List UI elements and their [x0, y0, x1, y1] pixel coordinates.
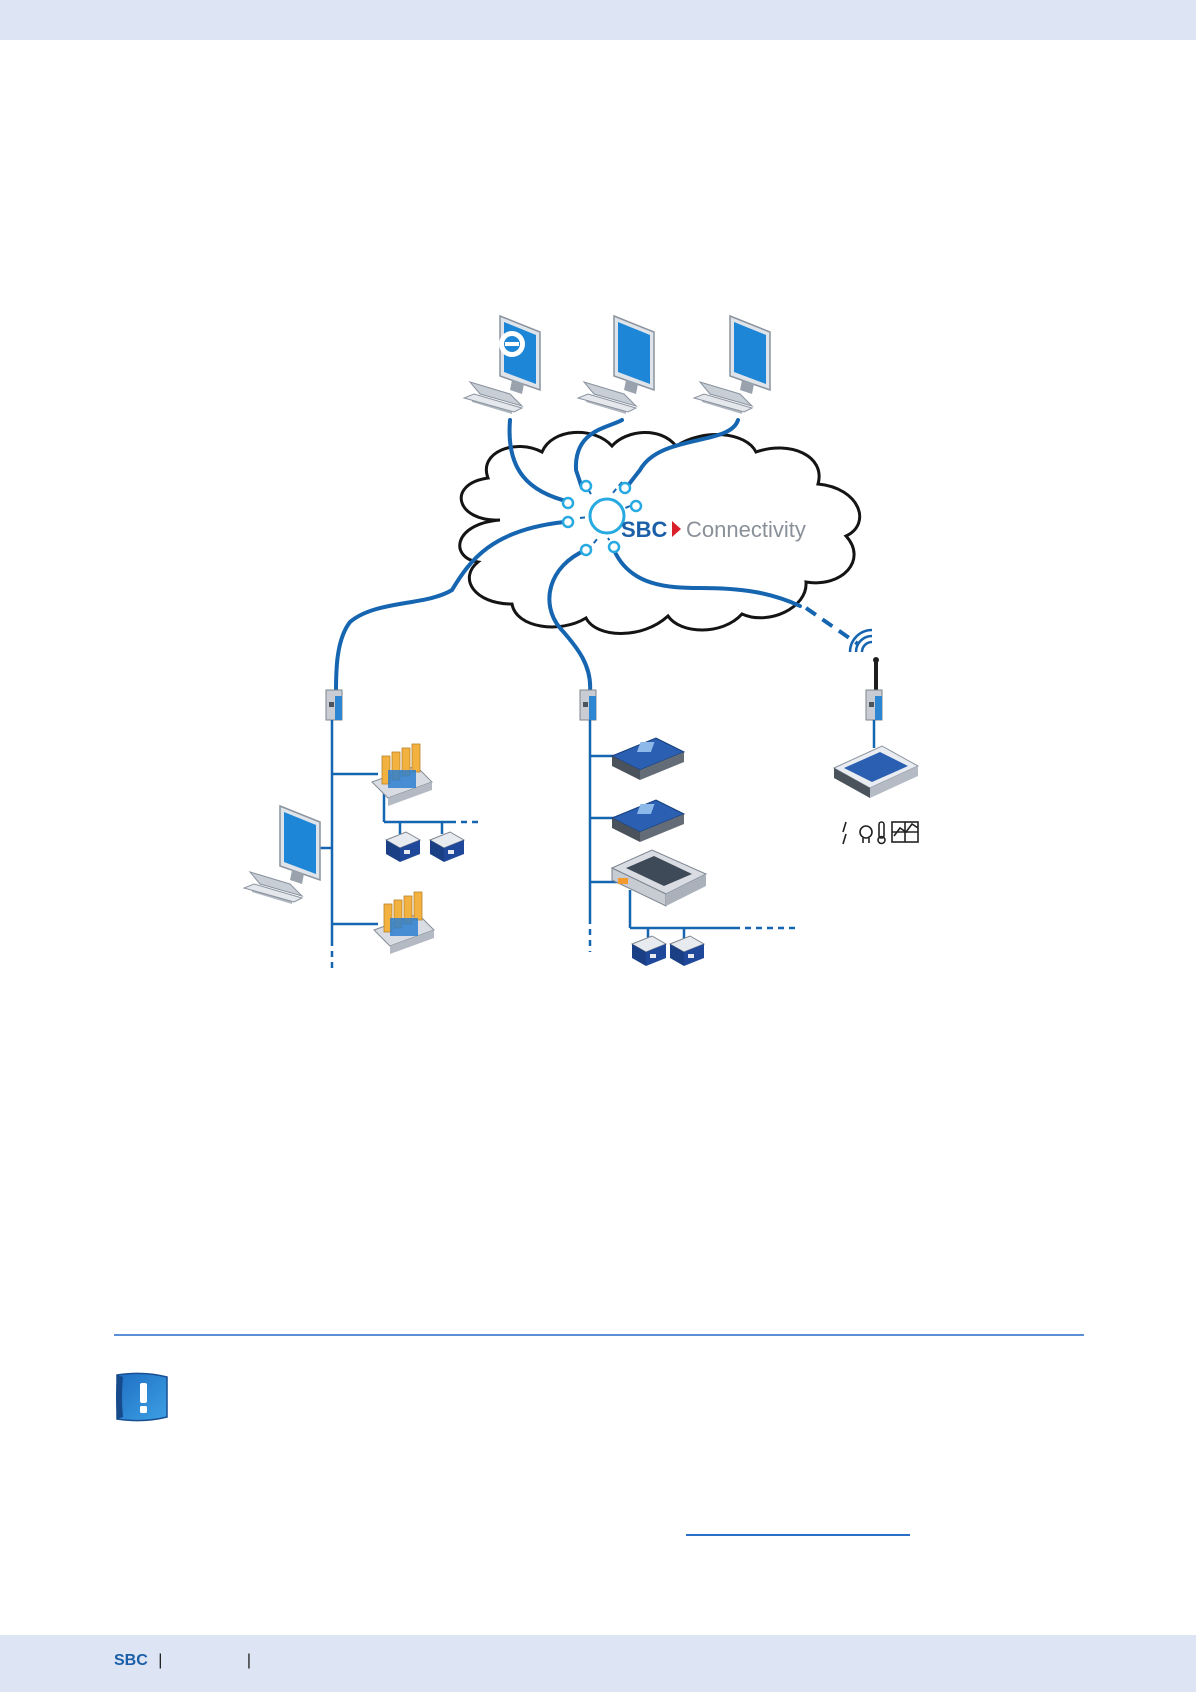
switch-icon [865, 689, 883, 721]
computer-icon [463, 315, 541, 415]
io-module-icon [429, 831, 465, 863]
plc-icon [371, 743, 433, 807]
footer: SBC | | [114, 1652, 251, 1670]
computer-icon [693, 315, 771, 415]
footer-separator: | [158, 1652, 163, 1669]
arrow-right-icon [672, 521, 681, 537]
footer-separator: | [246, 1652, 251, 1669]
computer-icon [577, 315, 655, 415]
plc-icon [373, 891, 435, 955]
info-exclamation-icon [116, 1372, 168, 1422]
computer-icon [243, 805, 321, 905]
header-band [0, 0, 1196, 40]
io-module-icon [631, 935, 667, 967]
cloud-brand: SBC [621, 517, 668, 542]
wifi-icon [848, 628, 873, 653]
controller-icon [611, 799, 685, 843]
switch-icon [325, 689, 343, 721]
cloud-shape [458, 431, 862, 635]
panel-icon [610, 849, 708, 907]
switch-icon [579, 689, 597, 721]
io-module-icon [669, 935, 705, 967]
controller-icon [611, 737, 685, 781]
section-divider [114, 1334, 1084, 1336]
connectivity-hub [588, 497, 626, 535]
cloud-label: Connectivity [686, 517, 806, 542]
sensor-icons [842, 821, 919, 845]
io-module-icon [385, 831, 421, 863]
browser-icon [499, 331, 525, 357]
link-underline[interactable] [686, 1534, 910, 1536]
controller-icon [832, 745, 920, 798]
footer-brand: SBC [114, 1652, 148, 1669]
footer-band [0, 1635, 1196, 1692]
